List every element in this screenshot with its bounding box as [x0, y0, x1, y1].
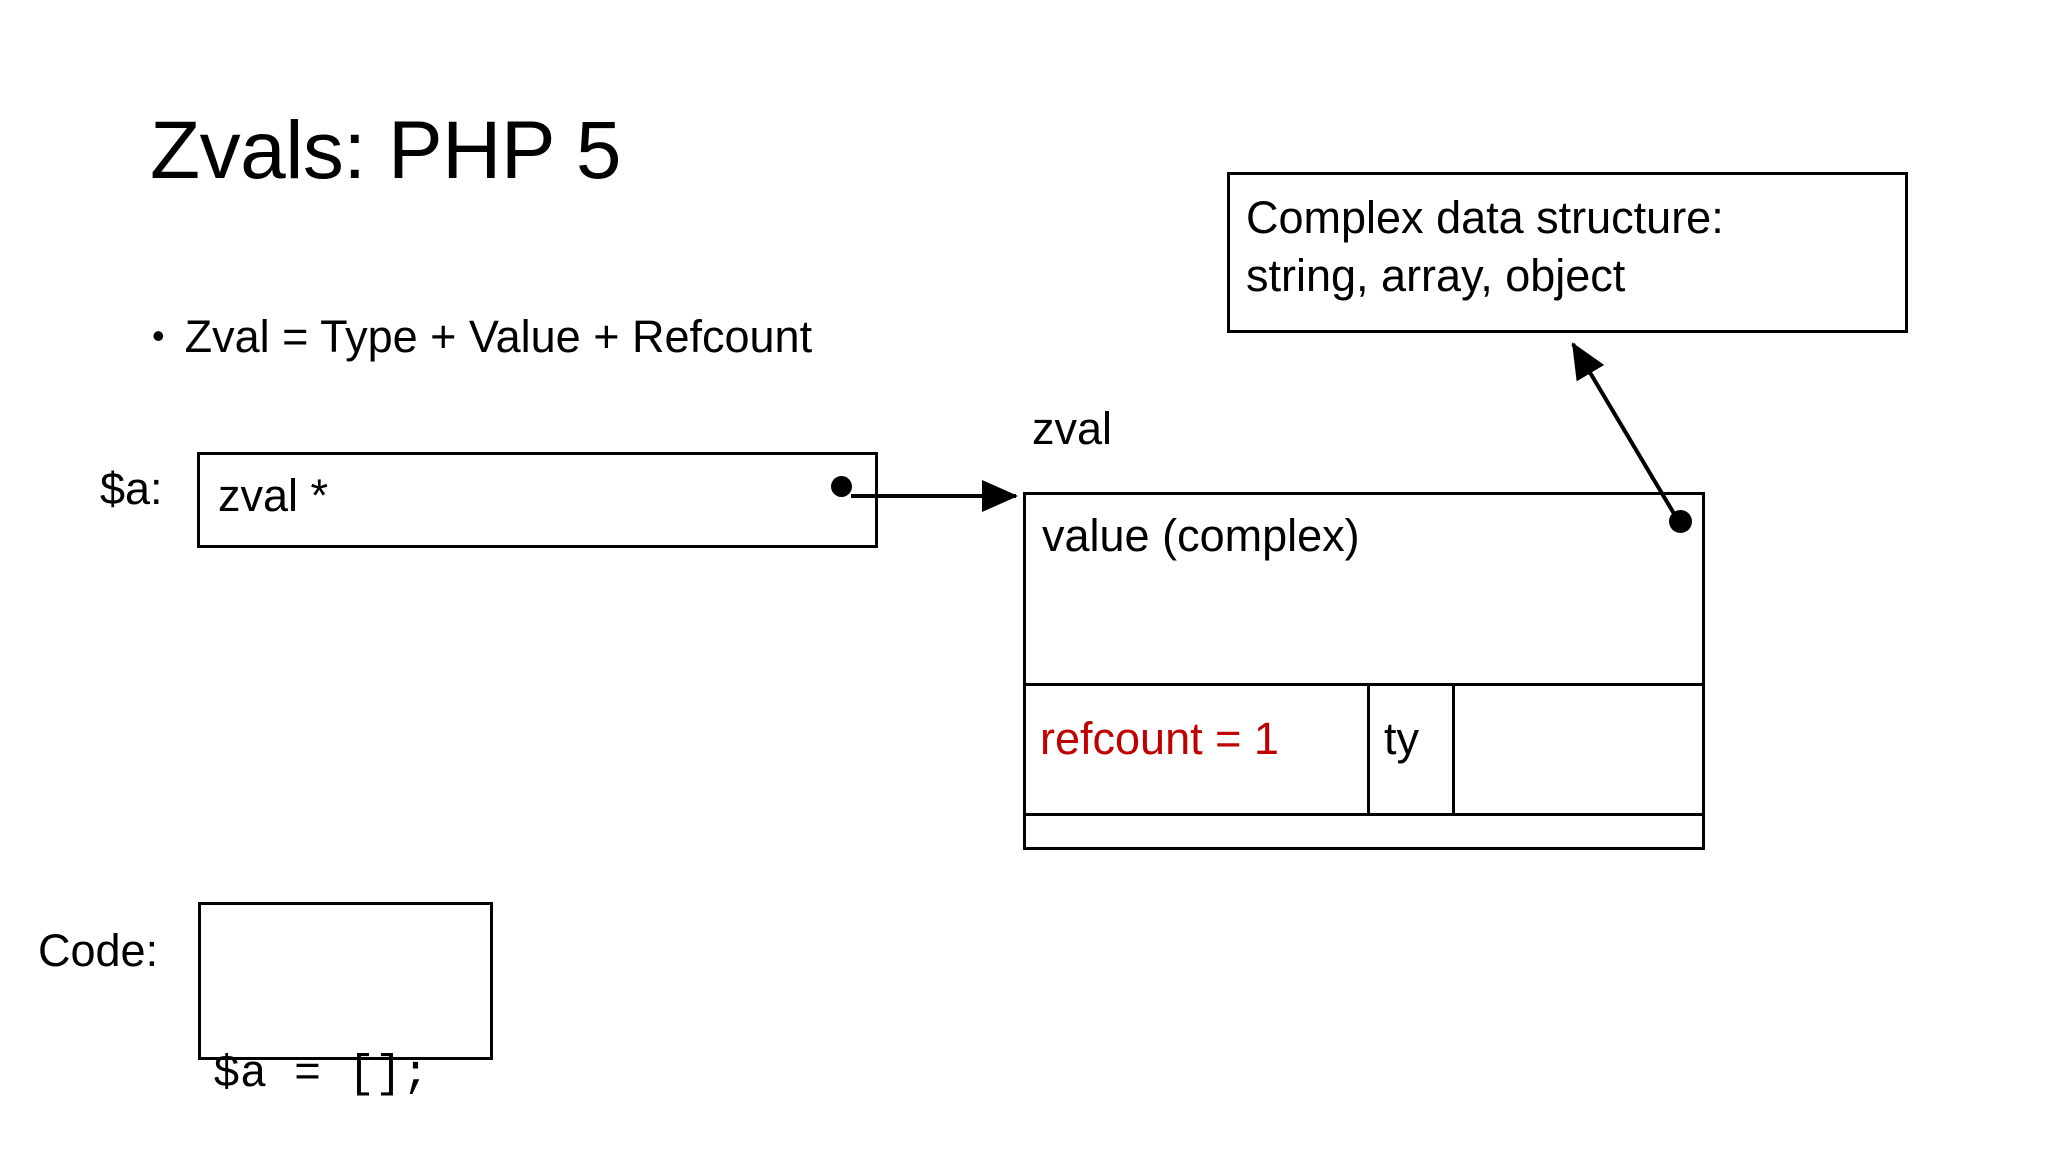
code-block-text: $a = []; $b = $a; — [213, 915, 429, 1152]
code-block-box: $a = []; $b = $a; — [198, 902, 493, 1100]
code-block-label: Code: — [38, 925, 159, 976]
bullet-list-item: • Zval = Type + Value + Refcount — [152, 312, 812, 362]
zval-refcount-cell: refcount = 1 — [1026, 686, 1370, 813]
bullet-item-label: Zval = Type + Value + Refcount — [184, 311, 813, 362]
bullet-marker-icon: • — [152, 315, 165, 356]
zval-struct-box: value (complex) refcount = 1 ty — [1023, 492, 1705, 850]
zval-type-label: ty — [1384, 713, 1420, 764]
callout-line-1: Complex data structure: — [1246, 192, 1724, 243]
page-title: Zvals: PHP 5 — [150, 105, 622, 196]
zval-extra-cell — [1455, 686, 1702, 813]
pointer-variable-box: zval * — [197, 452, 878, 548]
zval-type-cell: ty — [1370, 686, 1455, 813]
variable-label-a: $a: — [100, 463, 163, 514]
zval-value-pointer-dot-icon — [1669, 510, 1692, 533]
zval-header-row: refcount = 1 ty — [1026, 686, 1702, 816]
callout-text: Complex data structure: string, array, o… — [1246, 189, 1724, 304]
callout-line-2: string, array, object — [1246, 249, 1626, 301]
zval-refcount-label: refcount = 1 — [1040, 713, 1279, 764]
code-line-1: $a = []; — [213, 1048, 430, 1100]
zval-struct-label: zval — [1032, 403, 1113, 454]
pointer-origin-dot-icon — [831, 476, 852, 497]
zval-value-row: value (complex) — [1026, 495, 1702, 686]
callout-box: Complex data structure: string, array, o… — [1227, 172, 1908, 333]
zval-bottom-row — [1026, 816, 1702, 847]
pointer-variable-value: zval * — [218, 470, 329, 521]
zval-value-cell-label: value (complex) — [1042, 510, 1360, 561]
